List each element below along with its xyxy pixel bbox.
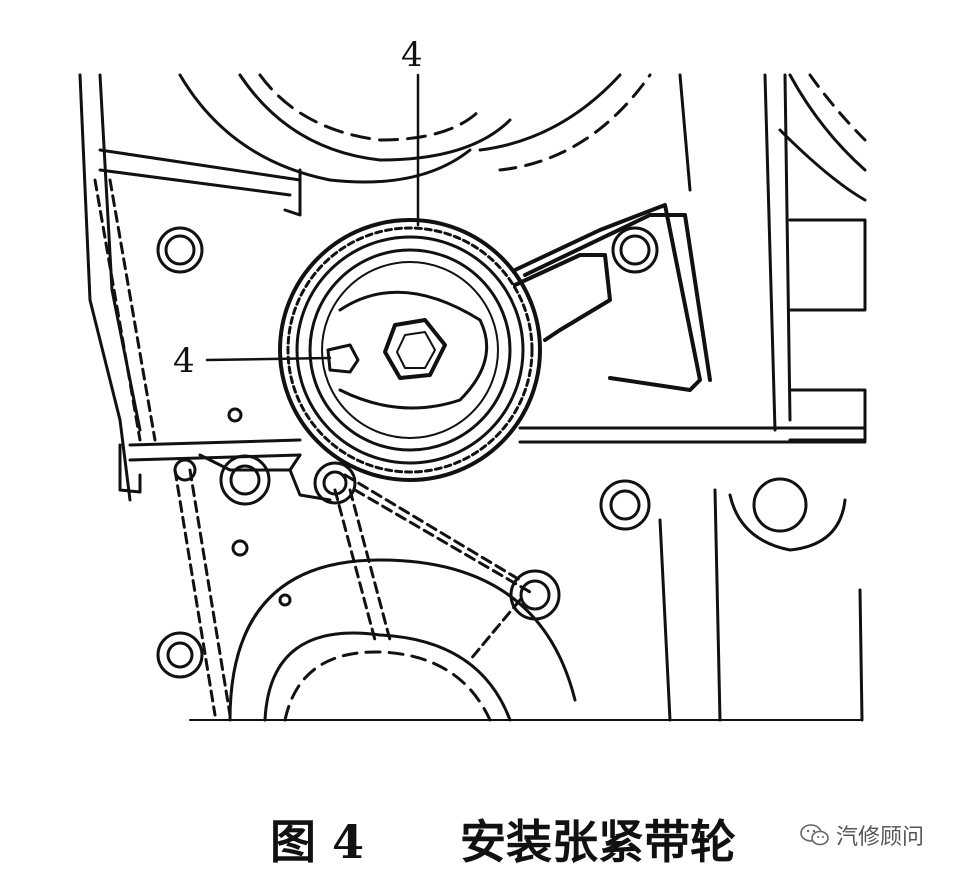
watermark-text: 汽修顾问 [836, 825, 925, 850]
figure-title: 安装张紧带轮 [460, 815, 736, 869]
cam-sprocket-right [478, 73, 867, 202]
figure-number: 图 4 [270, 815, 365, 869]
wechat-icon [800, 824, 829, 846]
mounting-plate [118, 443, 332, 502]
tensioner-bracket [513, 203, 712, 392]
watermark: 汽修顾问 [800, 822, 925, 850]
cam-sprocket-left [178, 73, 512, 184]
callout-label-left: 4 [173, 341, 195, 381]
crank-sprocket [228, 558, 577, 722]
timing-belt [93, 178, 532, 717]
bolts [156, 226, 808, 679]
callout-label-top: 4 [401, 35, 423, 75]
housing-outline [78, 73, 867, 722]
tensioner-pulley [278, 218, 542, 482]
callout-leaders [205, 73, 420, 362]
